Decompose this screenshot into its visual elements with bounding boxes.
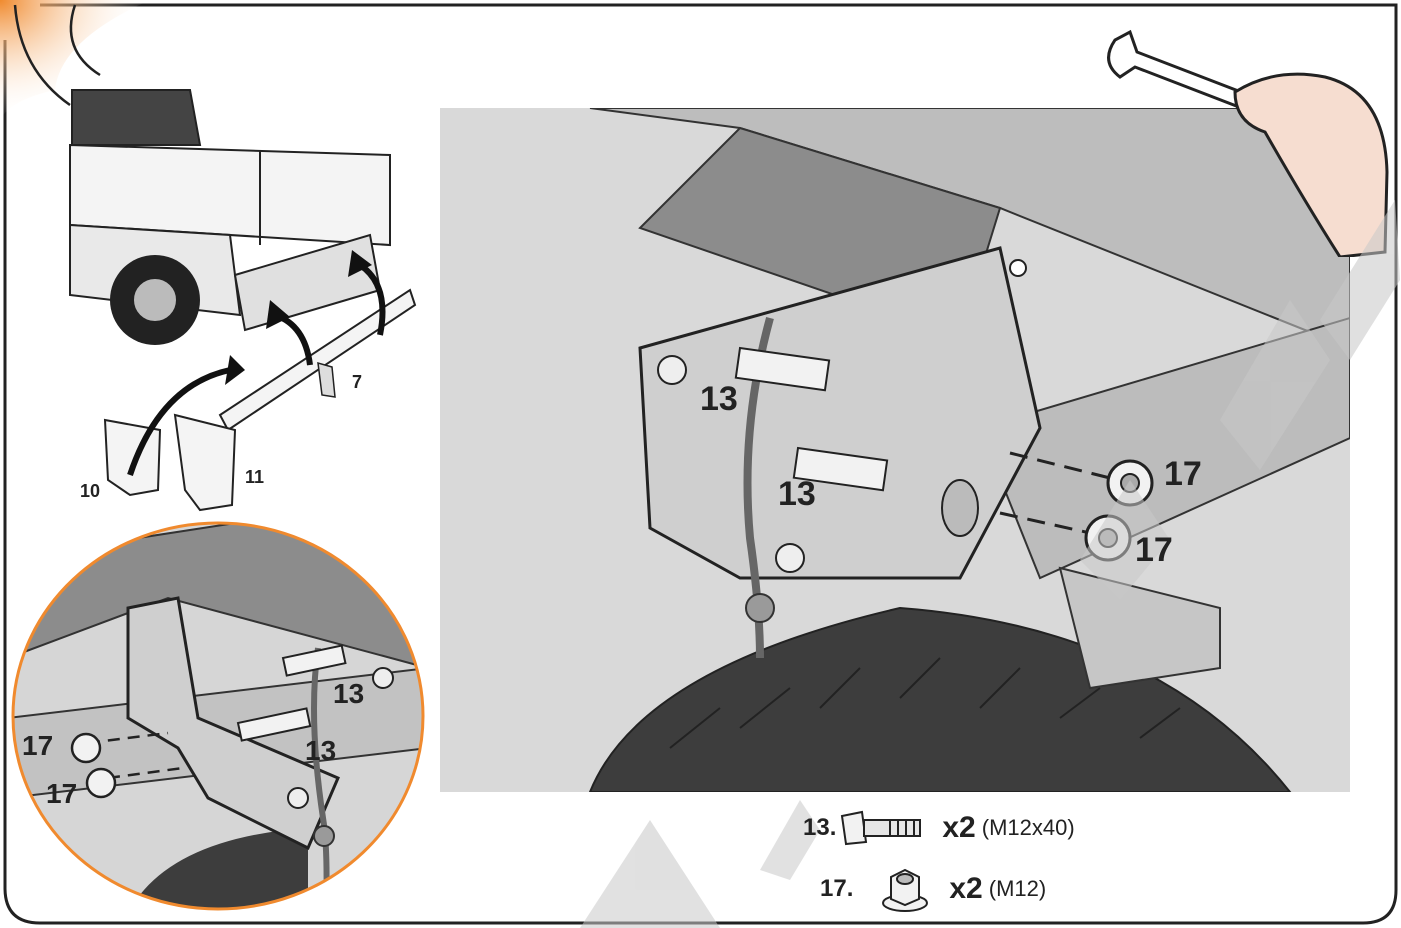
callout-main-17-upper: 17: [1164, 455, 1202, 493]
parts-list-item-17: 17. x2 (M12): [820, 865, 1046, 913]
bolt-icon: [841, 810, 922, 846]
callout-detail-17-lower: 17: [46, 778, 78, 809]
part-quantity: x2: [942, 811, 976, 844]
truck-illustration: [69, 89, 417, 512]
wrench-hand-icon: [1107, 29, 1389, 257]
flange-nut-icon: [882, 868, 929, 912]
main-detail-illustration: [440, 108, 1350, 792]
callout-part-11: 11: [245, 467, 265, 487]
callout-main-13-lower: 13: [778, 475, 816, 513]
callout-detail-13-upper: 13: [333, 678, 365, 709]
part-number: 17.: [820, 875, 854, 902]
parts-list-item-13: 13. x2 (M12x40): [803, 808, 1075, 848]
callout-detail-17-upper: 17: [22, 730, 54, 761]
callout-main-13-upper: 13: [700, 380, 738, 418]
part-spec: (M12x40): [981, 815, 1075, 840]
callout-detail-13-lower: 13: [305, 735, 337, 766]
part-spec: (M12): [988, 876, 1047, 901]
callout-main-17-lower: 17: [1135, 531, 1173, 569]
orange-corner-accent: [0, 0, 150, 120]
callout-part-7: 7: [352, 372, 363, 392]
part-number: 13.: [803, 814, 837, 841]
zoom-detail-circle: [11, 521, 425, 911]
callout-part-10: 10: [80, 481, 101, 501]
part-quantity: x2: [949, 872, 983, 905]
